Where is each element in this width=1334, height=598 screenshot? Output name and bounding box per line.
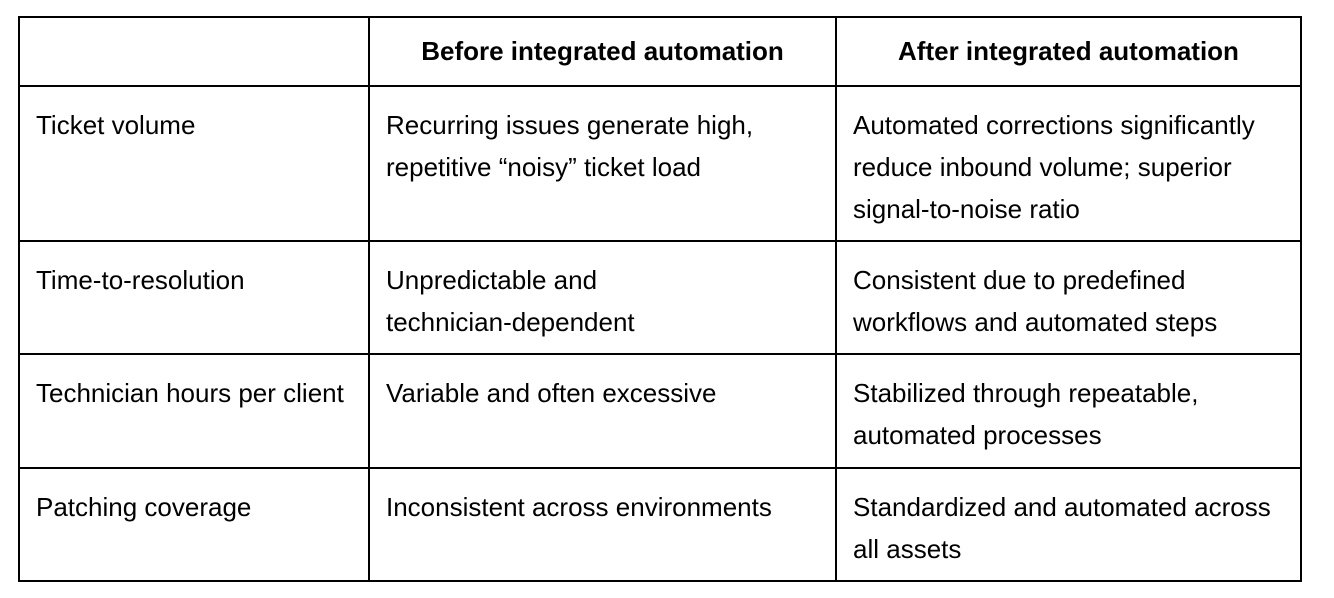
row-label: Patching coverage [18, 467, 370, 582]
table-row: Ticket volume Recurring issues generate … [18, 85, 1302, 242]
table-row: Patching coverage Inconsistent across en… [18, 467, 1302, 582]
row-label: Time-to-resolution [18, 240, 370, 355]
column-header-before: Before integrated automation [368, 16, 837, 87]
column-header-metric [18, 16, 370, 87]
after-cell: Consistent due to predefined workflows a… [835, 240, 1302, 355]
table-row: Technician hours per client Variable and… [18, 353, 1302, 469]
row-label: Technician hours per client [18, 353, 370, 469]
before-cell: Recurring issues generate high, repetiti… [368, 85, 837, 242]
before-cell: Unpredictable and technician-dependent [368, 240, 837, 355]
row-label: Ticket volume [18, 85, 370, 242]
after-cell: Automated corrections significantly redu… [835, 85, 1302, 242]
before-cell: Variable and often excessive [368, 353, 837, 469]
table-row: Time-to-resolution Unpredictable and tec… [18, 240, 1302, 355]
after-cell: Stabilized through repeatable, automated… [835, 353, 1302, 469]
comparison-table: Before integrated automation After integ… [18, 16, 1302, 582]
after-cell: Standardized and automated across all as… [835, 467, 1302, 582]
column-header-after: After integrated automation [835, 16, 1302, 87]
header-row: Before integrated automation After integ… [18, 16, 1302, 87]
before-cell: Inconsistent across environments [368, 467, 837, 582]
